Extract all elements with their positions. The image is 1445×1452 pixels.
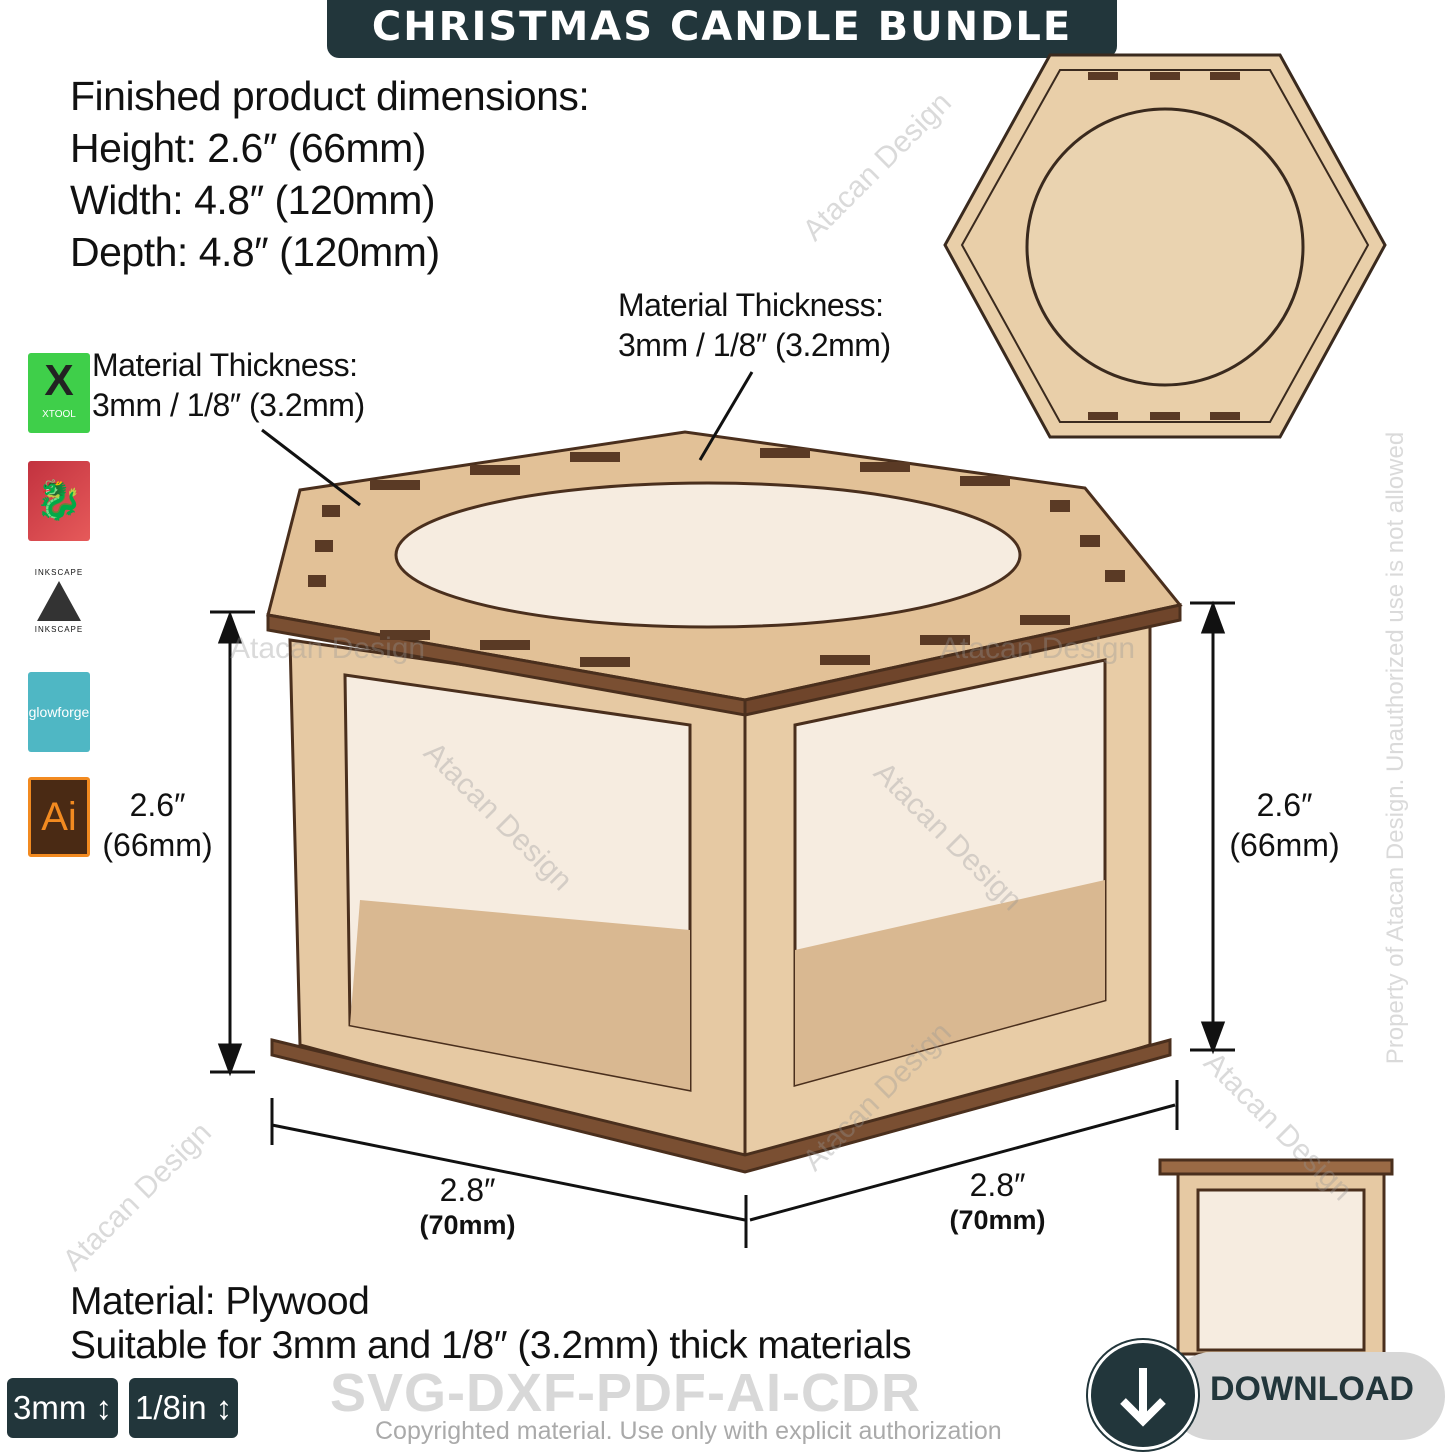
dimension-depth: Depth: 4.8″ (120mm) [70,229,440,275]
copyright-notice: Copyrighted material. Use only with expl… [375,1417,1002,1445]
download-label: DOWNLOAD [1210,1370,1414,1408]
side-panel-preview [1158,1158,1394,1356]
candle-holder-3d [266,430,1183,1174]
thickness-callout-left: Material Thickness: 3mm / 1/8″ (3.2mm) [92,345,365,425]
height-label-left: 2.6″ (66mm) [95,785,220,865]
side-left-mm: (70mm) [419,1210,516,1240]
height-left-in: 2.6″ [129,787,186,823]
side-right-mm: (70mm) [949,1205,1046,1235]
illustrator-icon: Ai [28,777,90,857]
dimension-height: Height: 2.6″ (66mm) [70,125,426,171]
watermark: Atacan Design [230,632,426,665]
material-type: Material: Plywood [70,1280,370,1323]
file-formats: SVG-DXF-PDF-AI-CDR [330,1363,921,1423]
download-arrow-icon [1088,1340,1198,1450]
badge-3mm: 3mm ↕ [7,1378,119,1438]
thickness-top-title: Material Thickness: [618,287,884,323]
side-label-left: 2.8″ (70mm) [400,1170,535,1241]
badge-1-8in: 1/8in ↕ [129,1378,239,1438]
download-button[interactable]: DOWNLOAD [1088,1340,1445,1450]
side-watermark-right: Property of Atacan Design. Unauthorized … [1382,431,1410,1065]
material-suitability: Suitable for 3mm and 1/8″ (3.2mm) thick … [70,1324,912,1367]
thickness-left-value: 3mm / 1/8″ (3.2mm) [92,387,365,423]
title-banner: CHRISTMAS CANDLE BUNDLE [327,0,1117,58]
watermark: Atacan Design [940,632,1136,665]
height-label-right: 2.6″ (66mm) [1222,785,1347,865]
side-label-right: 2.8″ (70mm) [930,1165,1065,1236]
side-left-in: 2.8″ [439,1172,496,1208]
thickness-callout-top: Material Thickness: 3mm / 1/8″ (3.2mm) [618,285,891,365]
height-right-mm: (66mm) [1229,827,1340,863]
lightburn-icon: 🐉 [28,461,90,541]
height-right-in: 2.6″ [1256,787,1313,823]
height-left-mm: (66mm) [102,827,213,863]
dimension-width: Width: 4.8″ (120mm) [70,177,436,223]
dimensions-heading: Finished product dimensions: [70,73,590,119]
thickness-top-value: 3mm / 1/8″ (3.2mm) [618,327,891,363]
side-right-in: 2.8″ [969,1167,1026,1203]
dimension-lines [210,371,1235,1248]
thickness-left-title: Material Thickness: [92,347,358,383]
glowforge-icon: glowforge [28,672,90,752]
material-block: Material: Plywood Suitable for 3mm and 1… [70,1280,912,1368]
xtool-icon: X XTOOL [28,353,90,433]
dimensions-block: Finished product dimensions: Height: 2.6… [70,70,590,278]
top-view-hexagon [943,53,1387,439]
inkscape-icon: INKSCAPE INKSCAPE [28,568,90,648]
